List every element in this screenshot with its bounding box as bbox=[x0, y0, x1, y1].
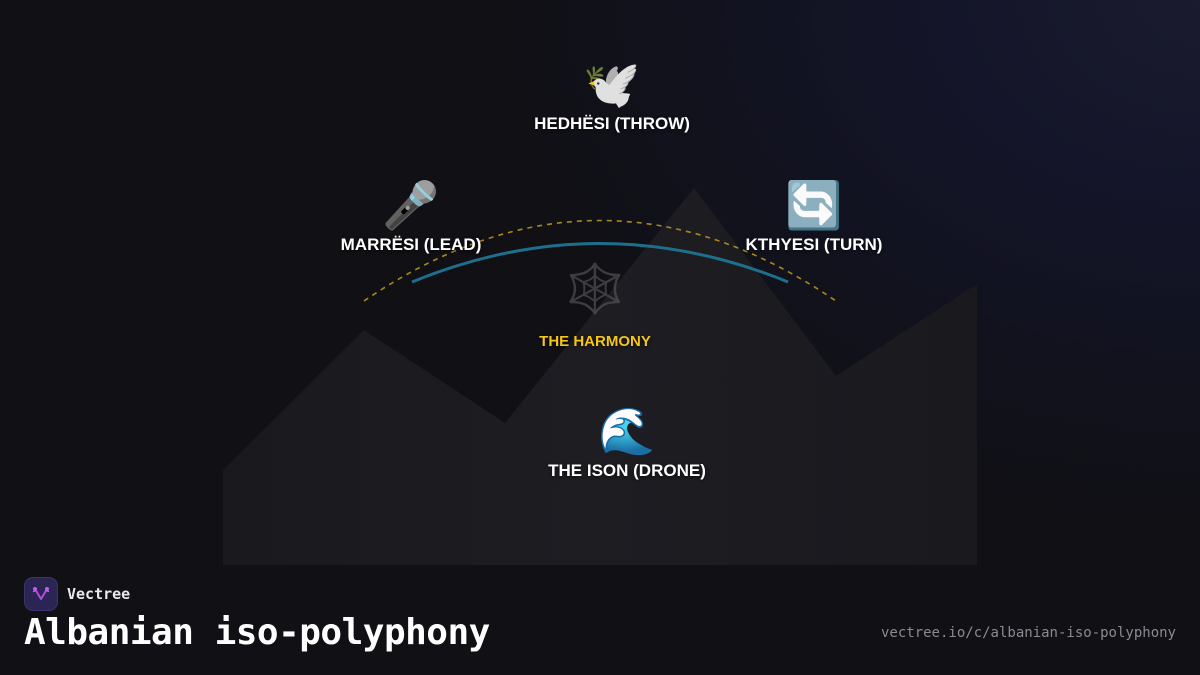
dove-icon: 🕊️ bbox=[583, 58, 641, 110]
solid-arc bbox=[411, 242, 789, 284]
brand-name: Vectree bbox=[67, 585, 131, 603]
microphone-icon: 🎤 bbox=[382, 179, 440, 231]
node-throw: 🕊️ HEDHËSI (THROW) bbox=[534, 56, 690, 134]
arrows-counterclockwise-icon: 🔄 bbox=[785, 179, 843, 231]
mountain-silhouette bbox=[223, 188, 977, 565]
node-ison: 🌊 THE ISON (DRONE) bbox=[548, 403, 706, 481]
page-url[interactable]: vectree.io/c/albanian-iso-polyphony bbox=[880, 625, 1176, 641]
node-turn: 🔄 KTHYESI (TURN) bbox=[746, 177, 883, 255]
water-wave-icon: 🌊 bbox=[598, 405, 656, 457]
node-turn-label: KTHYESI (TURN) bbox=[745, 235, 883, 254]
page-title: Albanian iso-polyphony bbox=[24, 612, 490, 653]
node-harmony: 🕸️ THE HARMONY bbox=[539, 262, 651, 352]
dashed-arc bbox=[363, 219, 837, 302]
brand: Vectree bbox=[24, 577, 130, 611]
vectree-logo-icon bbox=[24, 577, 58, 611]
node-ison-label: THE ISON (DRONE) bbox=[548, 461, 706, 480]
node-throw-label: HEDHËSI (THROW) bbox=[534, 114, 690, 133]
node-lead: 🎤 MARRËSI (LEAD) bbox=[341, 177, 482, 255]
spider-web-icon: 🕸️ bbox=[565, 263, 625, 316]
node-lead-label: MARRËSI (LEAD) bbox=[340, 235, 482, 254]
node-harmony-label: THE HARMONY bbox=[539, 333, 651, 350]
